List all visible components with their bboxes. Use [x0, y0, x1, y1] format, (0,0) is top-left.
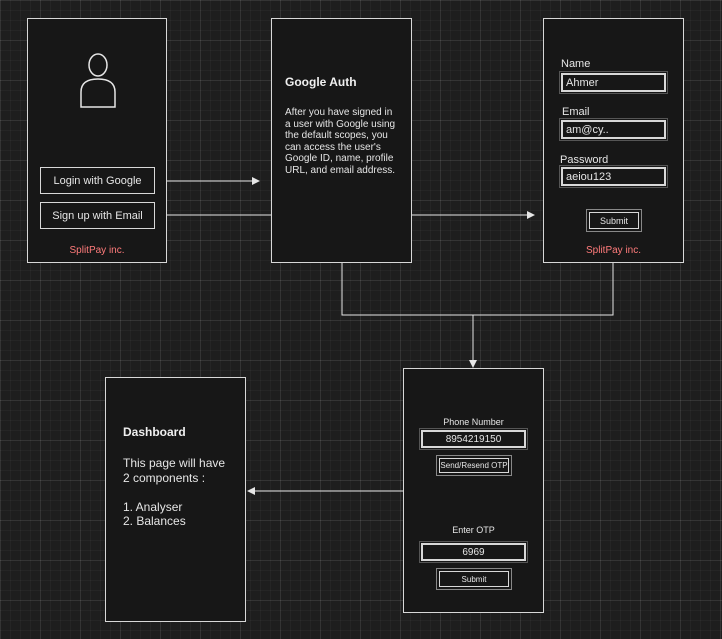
name-label: Name [561, 58, 591, 70]
brand-label: SplitPay inc. [585, 245, 642, 256]
login-screen: Login with Google Sign up with Email Spl… [27, 18, 167, 263]
connector-merge [341, 263, 614, 316]
user-avatar-icon [80, 53, 116, 108]
email-label: Email [562, 106, 590, 118]
email-field[interactable]: am@cy.. [559, 118, 668, 141]
google-auth-title: Google Auth [285, 75, 357, 89]
dashboard-description: This page will have 2 components : 1. An… [123, 456, 226, 528]
sign-up-with-email-button[interactable]: Sign up with Email [40, 202, 155, 229]
password-label: Password [560, 154, 609, 166]
dashboard-screen: Dashboard This page will have 2 componen… [105, 377, 246, 622]
name-field[interactable]: Ahmer [559, 71, 668, 94]
otp-screen: Phone Number 8954219150 Send/Resend OTP … [403, 368, 544, 613]
send-resend-otp-button[interactable]: Send/Resend OTP [439, 458, 509, 473]
phone-number-label: Phone Number [443, 417, 504, 427]
signup-form-screen: Name Ahmer Email am@cy.. Password aeiou1… [543, 18, 684, 263]
brand-label: SplitPay inc. [69, 245, 125, 256]
password-field[interactable]: aeiou123 [559, 165, 668, 188]
login-with-google-button[interactable]: Login with Google [40, 167, 155, 194]
google-auth-description: After you have signed in a user with Goo… [285, 107, 396, 176]
enter-otp-label: Enter OTP [452, 525, 495, 535]
otp-field[interactable]: 6969 [419, 541, 528, 563]
otp-submit-button[interactable]: Submit [439, 571, 509, 587]
signup-submit-button[interactable]: Submit [589, 212, 639, 229]
google-auth-screen: Google Auth After you have signed in a u… [271, 18, 412, 263]
phone-number-field[interactable]: 8954219150 [419, 428, 528, 450]
dashboard-title: Dashboard [123, 425, 186, 439]
